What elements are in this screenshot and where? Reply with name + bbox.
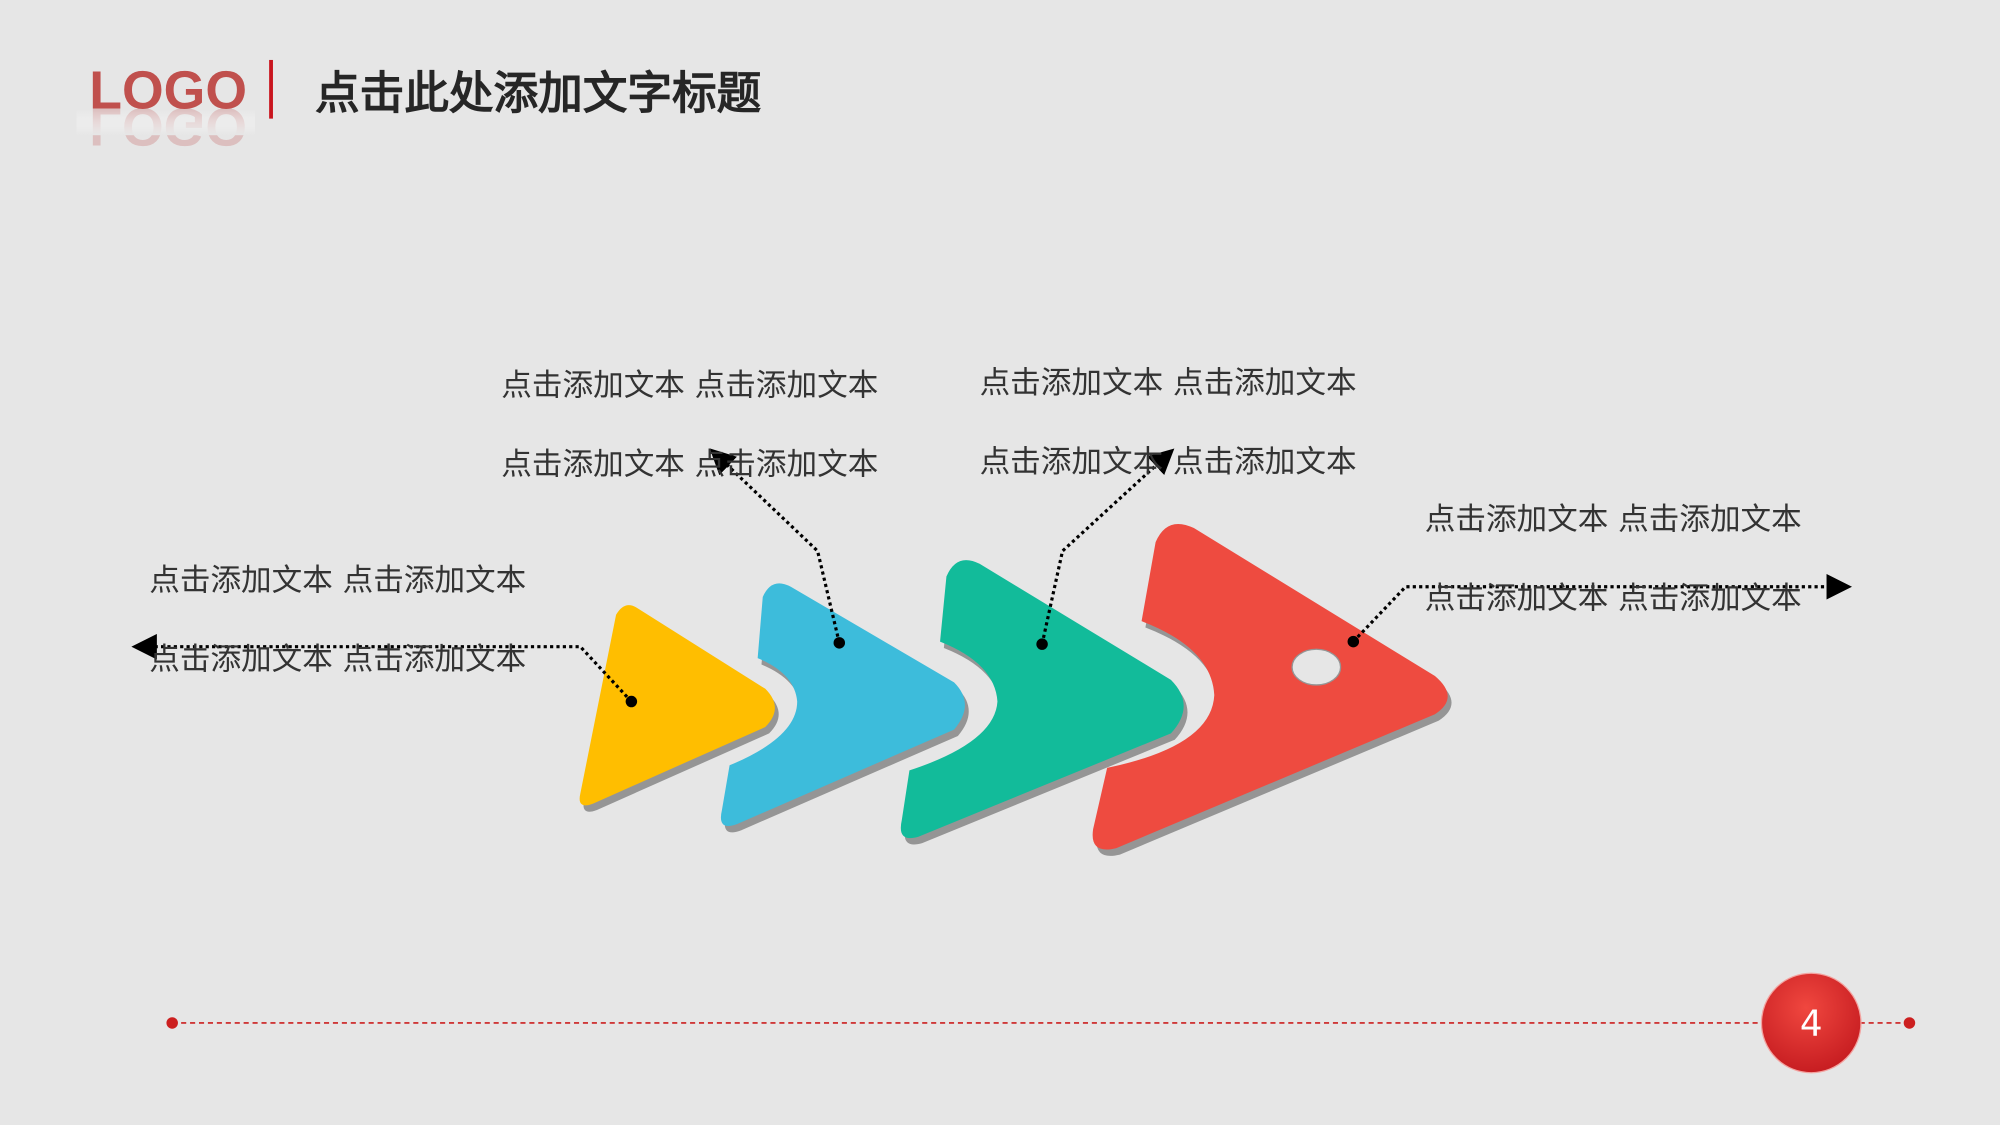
step-2-text: 点击添加文本 点击添加文本 点击添加文本 点击添加文本 bbox=[501, 368, 878, 482]
step-3-text: 点击添加文本 点击添加文本 点击添加文本 点击添加文本 bbox=[980, 366, 1357, 480]
svg-text:点击添加文本 点击添加文本: 点击添加文本 点击添加文本 bbox=[501, 368, 878, 403]
logo: LOGO LOGO bbox=[76, 61, 256, 155]
svg-text:点击添加文本 点击添加文本: 点击添加文本 点击添加文本 bbox=[980, 445, 1357, 480]
connector-3 bbox=[1040, 448, 1175, 645]
connector-4-dot bbox=[1347, 635, 1360, 648]
connector-3-dot bbox=[1036, 638, 1048, 650]
svg-text:点击添加文本 点击添加文本: 点击添加文本 点击添加文本 bbox=[149, 564, 526, 599]
step-4-text: 点击添加文本 点击添加文本 点击添加文本 点击添加文本 bbox=[1425, 502, 1802, 616]
connector-2-dot bbox=[833, 637, 846, 649]
footer-dot-right bbox=[1903, 1017, 1916, 1029]
header-divider bbox=[269, 59, 273, 119]
svg-text:点击添加文本 点击添加文本: 点击添加文本 点击添加文本 bbox=[980, 366, 1357, 401]
step-4-shape bbox=[1092, 523, 1448, 850]
svg-text:点击添加文本 点击添加文本: 点击添加文本 点击添加文本 bbox=[1425, 502, 1802, 537]
svg-text:点击添加文本 点击添加文本: 点击添加文本 点击添加文本 bbox=[501, 447, 878, 482]
page-title: 点击此处添加文字标题 bbox=[315, 67, 762, 119]
step-1-text: 点击添加文本 点击添加文本 点击添加文本 点击添加文本 bbox=[149, 564, 526, 678]
footer-dot-left bbox=[166, 1017, 178, 1029]
svg-text:点击添加文本 点击添加文本: 点击添加文本 点击添加文本 bbox=[149, 643, 526, 678]
page-number: 4 bbox=[1800, 1004, 1823, 1045]
connectors bbox=[131, 448, 1853, 708]
arrow-shapes bbox=[579, 523, 1452, 856]
step-2-shape bbox=[720, 583, 965, 826]
connector-1 bbox=[131, 633, 633, 703]
step-3-shape bbox=[900, 560, 1184, 839]
step-1-shape bbox=[579, 605, 775, 806]
page-number-badge bbox=[1760, 972, 1862, 1074]
svg-text:点击添加文本 点击添加文本: 点击添加文本 点击添加文本 bbox=[1425, 581, 1802, 616]
connector-1-dot bbox=[625, 695, 638, 708]
step-4-hole bbox=[1291, 648, 1342, 686]
